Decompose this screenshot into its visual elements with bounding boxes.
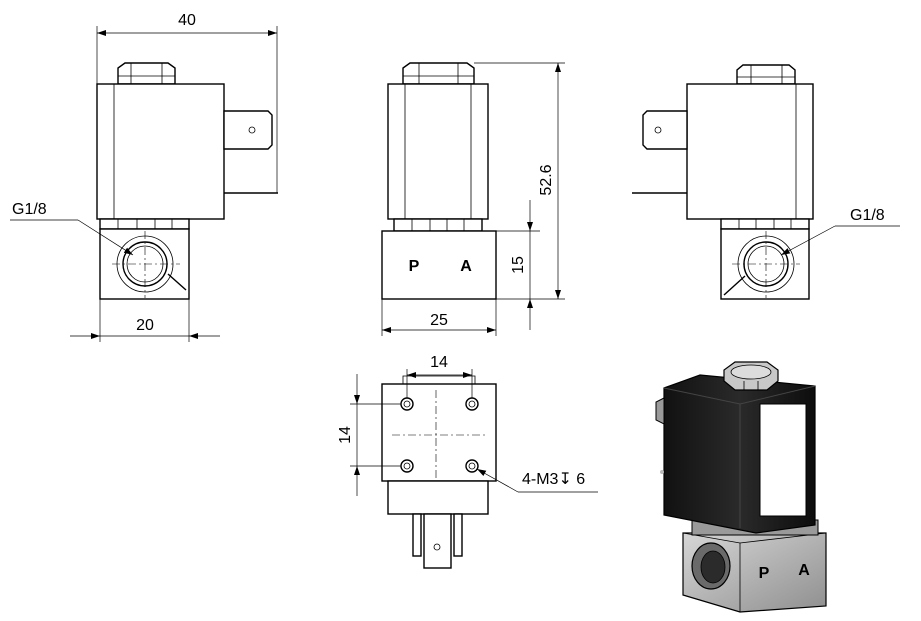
dim-overall-width: 40 [178,12,196,29]
dim-body-width: 25 [430,312,448,329]
dim-body-height: 15 [510,256,527,274]
front-view [381,62,565,336]
dim-hole-spacing-y: 14 [337,426,354,444]
valve-3d-render [655,361,827,613]
render-port-a-label: A [798,562,810,579]
mount-holes-label: 4-M3↧ 6 [522,471,585,488]
port-p-label: P [409,258,420,275]
right-side-view [632,64,900,300]
left-side-view [10,26,278,342]
render-port-p-label: P [759,565,770,582]
dim-port-spacing: 20 [136,317,154,334]
dim-hole-spacing-x: 14 [430,354,448,371]
thread-label-right: G1/8 [850,207,885,224]
bottom-view [350,369,598,569]
port-a-label: A [460,258,472,275]
dim-total-height: 52.6 [538,164,555,195]
thread-label-left: G1/8 [12,201,47,218]
